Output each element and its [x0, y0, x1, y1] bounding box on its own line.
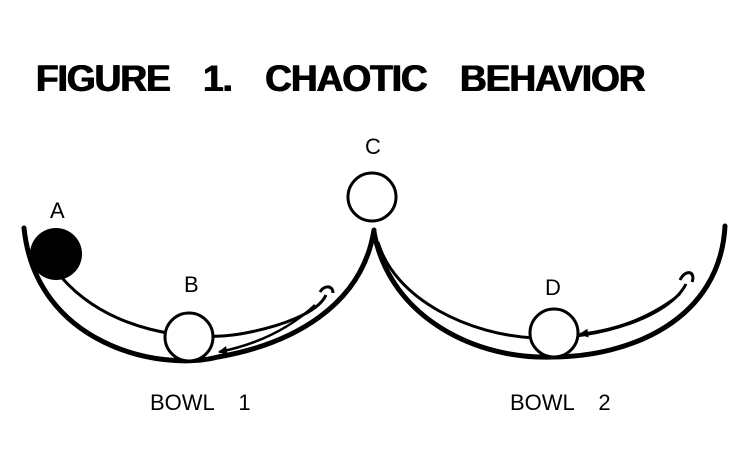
- bowl-2-motion-arrow: [579, 293, 681, 338]
- ball-b: [163, 311, 215, 363]
- figure-title: FIGURE 1. CHAOTIC BEHAVIOR: [36, 58, 646, 99]
- label-b: B: [184, 272, 199, 297]
- label-a: A: [50, 198, 65, 223]
- bowl-2-track-end: [678, 271, 695, 283]
- bowl-1-outer-curve: [21, 225, 377, 364]
- ball-a: [30, 228, 82, 280]
- label-d: D: [545, 275, 561, 300]
- bowl-1-motion-arrow: [218, 304, 316, 355]
- ball-d: [528, 307, 580, 359]
- bowl-1-track-end: [318, 285, 335, 294]
- label-c: C: [365, 134, 381, 159]
- bowl-2-label: BOWL 2: [510, 390, 611, 415]
- ball-c: [346, 171, 398, 223]
- bowl-1-label: BOWL 1: [150, 390, 251, 415]
